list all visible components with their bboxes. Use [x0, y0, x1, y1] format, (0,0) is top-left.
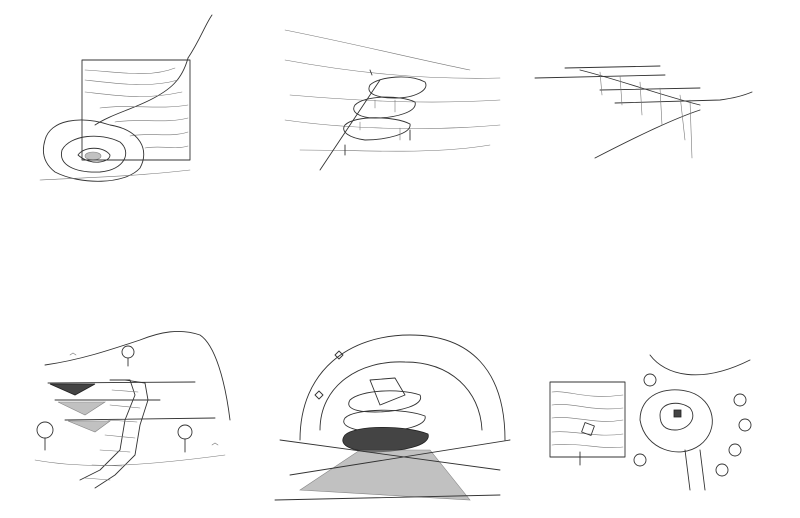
sketch-hillside-stairs: [34, 330, 231, 489]
sketch-terrace-section: [534, 65, 753, 159]
sketch-stacked-platforms: [284, 29, 501, 171]
sketch-layered-pavilion: [274, 334, 511, 501]
sketch-site-plan: [39, 14, 213, 182]
sketch-contour-and-island-plans: [549, 354, 752, 491]
